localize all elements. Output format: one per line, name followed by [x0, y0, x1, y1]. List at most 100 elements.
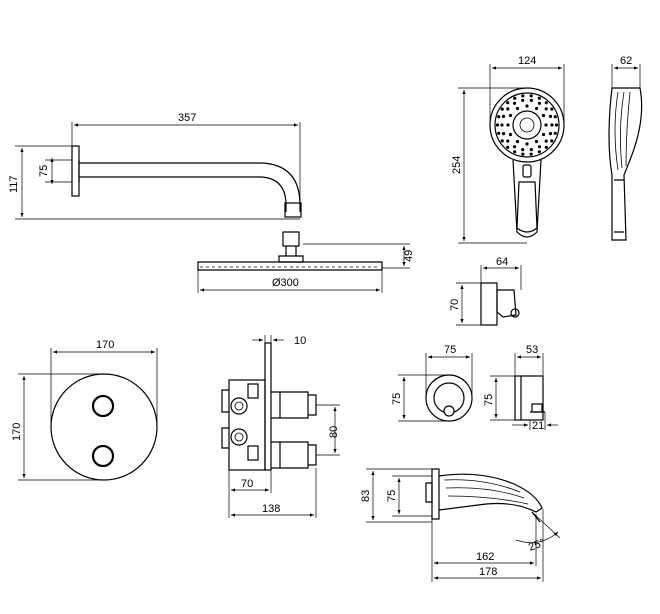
label-hand-width: 124 — [518, 55, 536, 67]
label-head-diameter: Ø300 — [272, 277, 299, 289]
holder-plate — [480, 282, 498, 326]
hand-nozzle-dot — [512, 101, 517, 105]
hand-nozzle-dot — [497, 115, 501, 119]
hand-side-body — [608, 87, 643, 241]
hand-nozzle-dot — [553, 131, 557, 135]
hand-nozzle-dot — [521, 152, 525, 156]
label-spout-height-plate: 75 — [386, 490, 398, 502]
hand-nozzle-dot — [554, 123, 559, 127]
label-spout-angle: 25° — [527, 537, 547, 554]
wall-outlet-front-view: 75 75 — [391, 344, 473, 422]
hand-nozzle-dot — [512, 145, 517, 149]
arm-pipe-bottom — [79, 176, 287, 212]
label-holder-width: 64 — [496, 256, 508, 268]
hand-nozzle-dot — [525, 142, 529, 146]
hand-nozzle-dot — [544, 101, 548, 105]
hand-nozzle-dot — [513, 96, 517, 100]
hand-nozzle-dot — [550, 139, 554, 143]
hand-head-center — [512, 110, 542, 140]
hand-nozzle-dot — [529, 98, 533, 102]
spout-body — [438, 473, 543, 513]
hand-nozzle-dot — [537, 96, 541, 100]
hand-nozzle-dot — [544, 139, 548, 143]
outlet-connector — [443, 405, 455, 417]
hand-handle — [512, 159, 542, 238]
label-spout-height-total: 83 — [360, 490, 372, 502]
arm-pipe-top — [79, 162, 301, 212]
label-hand-height: 254 — [451, 156, 463, 174]
control-plate-view: 170 170 — [11, 339, 158, 481]
hand-nozzle-dot — [521, 148, 525, 152]
label-outlet-side-height: 75 — [483, 394, 495, 406]
wall-outlet-side-view: 53 75 21 — [483, 344, 558, 432]
hand-nozzle-dot — [537, 145, 542, 149]
hand-nozzle-dot — [501, 132, 506, 136]
hand-nozzle-dot — [506, 101, 510, 105]
plate-outline — [50, 373, 158, 481]
label-outlet-height: 75 — [391, 393, 403, 405]
label-valve-total: 138 — [262, 503, 280, 515]
hand-nozzle-dot — [534, 106, 539, 111]
hand-nozzle-dot — [550, 123, 554, 127]
label-plate-width: 170 — [96, 339, 114, 351]
hand-nozzle-dot — [544, 123, 548, 127]
hand-nozzle-dot — [541, 113, 546, 118]
label-spout-reach: 162 — [476, 551, 494, 563]
hand-shower-side-view: 62 — [608, 55, 643, 241]
hand-nozzle-dot — [537, 150, 541, 154]
hand-nozzle-dot — [506, 107, 510, 111]
holder-cradle — [496, 289, 517, 318]
label-outlet-side-width: 53 — [526, 344, 538, 356]
outlet-side-body — [514, 375, 544, 421]
hand-nozzle-dot — [548, 114, 553, 118]
label-holder-height: 70 — [449, 299, 461, 311]
hand-nozzle-dot — [495, 123, 500, 127]
hand-nozzle-dot — [500, 123, 504, 127]
hand-nozzle-dot — [537, 101, 542, 105]
label-arm-length: 357 — [178, 112, 196, 124]
hand-nozzle-dot — [521, 98, 525, 102]
hand-nozzle-dot — [506, 139, 510, 143]
hand-nozzle-dot — [506, 145, 510, 149]
concealed-valve-view: 10 80 70 138 — [221, 335, 340, 518]
hand-nozzle-dot — [515, 139, 520, 144]
label-plate-height: 170 — [11, 423, 23, 441]
valve-wall-plate — [264, 342, 272, 471]
bath-spout-view: 83 75 162 178 25° — [360, 468, 561, 582]
valve-port-upper — [230, 397, 248, 415]
plate-knob-lower — [91, 444, 115, 468]
hand-nozzle-dot — [506, 123, 510, 127]
label-outlet-nozzle: 21 — [532, 420, 544, 432]
label-head-height: 49 — [403, 250, 415, 262]
label-arm-flange: 75 — [38, 165, 50, 177]
shower-arm-view: 357 117 75 — [8, 112, 302, 220]
hand-nozzle-dot — [508, 113, 513, 118]
hand-nozzle-dot — [497, 131, 501, 135]
valve-port-lower — [230, 428, 248, 446]
hand-button — [522, 164, 532, 178]
hand-nozzle-dot — [500, 107, 504, 111]
hand-nozzle-dot — [553, 115, 557, 119]
hand-nozzle-dot — [515, 106, 520, 111]
hand-nozzle-dot — [529, 148, 533, 152]
spout-wall-plate — [431, 468, 440, 520]
hand-holder-view: 64 70 — [449, 256, 522, 326]
hand-nozzle-dot — [534, 139, 539, 144]
head-nut — [282, 231, 300, 247]
hand-nozzle-dot — [521, 94, 525, 98]
head-joint — [278, 255, 304, 263]
hand-nozzle-dot — [548, 132, 553, 136]
label-outlet-width: 75 — [444, 344, 456, 356]
hand-nozzle-dot — [550, 107, 554, 111]
hand-shower-front-view: 124 254 — [451, 55, 565, 244]
label-valve-plate: 10 — [294, 335, 306, 347]
arm-wall-flange — [71, 145, 80, 197]
hand-nozzle-dot — [529, 94, 533, 98]
valve-cartridge-upper — [271, 391, 309, 419]
hand-nozzle-dot — [525, 104, 529, 108]
valve-cartridge-lower — [271, 441, 309, 469]
hand-nozzle-dot — [513, 150, 517, 154]
label-hand-depth: 62 — [620, 55, 632, 67]
label-spout-total: 178 — [479, 566, 497, 578]
